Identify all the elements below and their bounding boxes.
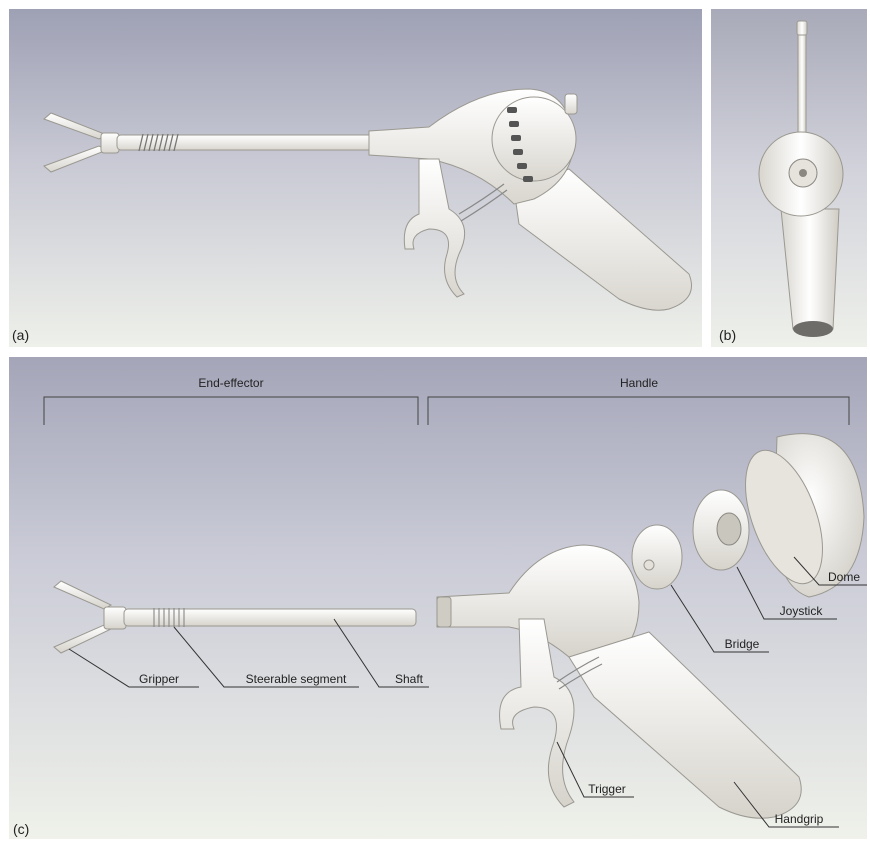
shaft-socket <box>437 597 451 627</box>
gripper-leader <box>69 649 199 687</box>
bridge-label: Bridge <box>725 637 760 651</box>
bridge-post <box>644 560 654 570</box>
panel-b-front-view: (b) <box>711 9 867 347</box>
panel-c-exploded-view: End-effector Handle <box>9 357 867 839</box>
joystick-hub <box>717 513 741 545</box>
trigger <box>404 159 464 297</box>
dome <box>492 97 576 181</box>
dome-label: Dome <box>828 570 860 584</box>
joystick-center <box>799 169 807 177</box>
trigger-label: Trigger <box>588 782 626 796</box>
shaft <box>798 27 806 145</box>
joystick-label: Joystick <box>780 604 824 618</box>
shaft-label: Shaft <box>395 672 424 686</box>
handle-label: Handle <box>620 376 658 390</box>
end-effector-label: End-effector <box>198 376 263 390</box>
panel-b-label: (b) <box>719 327 736 343</box>
steerable-segment-label: Steerable segment <box>246 672 347 686</box>
handgrip-end <box>793 321 833 337</box>
panel-a-assembled-side-view: (a) <box>9 9 702 347</box>
gripper <box>54 581 126 653</box>
steerable-segment-coil <box>154 608 184 627</box>
exploded-view-illustration: End-effector Handle <box>9 357 867 839</box>
joystick-knob <box>565 94 577 114</box>
handle-bracket <box>428 397 849 425</box>
handgrip <box>781 209 839 329</box>
gripper-tip <box>797 21 807 35</box>
instrument-front-illustration <box>711 9 867 347</box>
panel-c-label: (c) <box>13 821 29 837</box>
gripper-label: Gripper <box>139 672 179 686</box>
handgrip-label: Handgrip <box>775 812 824 826</box>
gripper-jaws <box>44 113 119 172</box>
bridge <box>632 525 682 589</box>
end-effector-bracket <box>44 397 418 425</box>
shaft <box>124 609 416 626</box>
instrument-side-illustration <box>9 9 702 347</box>
panel-a-label: (a) <box>12 327 29 343</box>
